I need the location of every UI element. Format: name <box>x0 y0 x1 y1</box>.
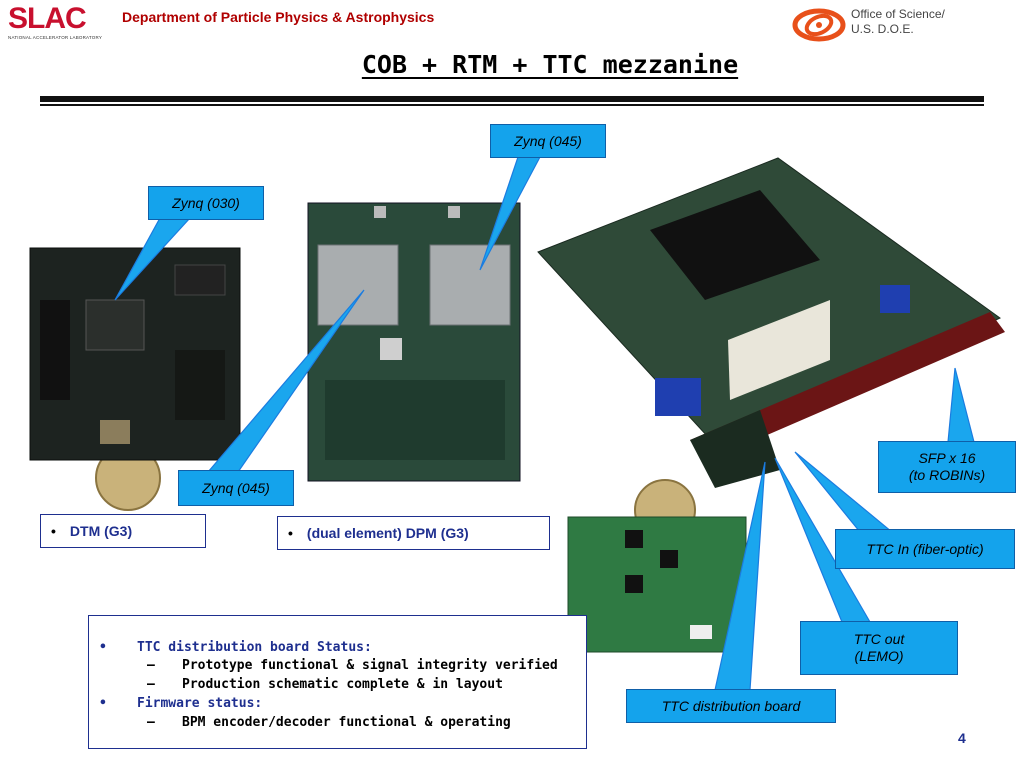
pointer-sfp <box>947 367 975 443</box>
status-item-prototype: Prototype functional & signal integrity … <box>182 658 558 673</box>
callout-sfp: SFP x 16 (to ROBINs) <box>878 441 1016 493</box>
status-bullet-2: • <box>99 696 107 711</box>
callout-dpm-zynq-top: Zynq (045) <box>490 124 606 158</box>
department-title: Department of Particle Physics & Astroph… <box>122 9 435 25</box>
status-bullet-1: • <box>99 640 107 655</box>
status-dash-1: – <box>147 658 155 673</box>
dpm-board-photo <box>307 202 521 482</box>
ttc-board-photo <box>567 516 747 653</box>
callout-dtm-zynq: Zynq (030) <box>148 186 264 220</box>
pointer-dpm-zynq-bottom <box>206 289 365 473</box>
caption-dtm: • DTM (G3) <box>40 514 206 548</box>
pointer-ttc-board <box>714 461 766 691</box>
caption-dpm-bullet: • <box>288 525 293 541</box>
callout-sfp-line-1: SFP x 16 <box>918 450 976 466</box>
status-item-schematic: Production schematic complete & in layou… <box>182 677 503 692</box>
slac-logo-subtitle: NATIONAL ACCELERATOR LABORATORY <box>8 35 103 40</box>
callout-ttc-board: TTC distribution board <box>626 689 836 723</box>
status-dash-3: – <box>147 715 155 730</box>
pointer-dtm-zynq <box>114 217 192 301</box>
callout-ttc-out: TTC out (LEMO) <box>800 621 958 675</box>
callout-ttc-out-line-2: (LEMO) <box>854 648 904 664</box>
slide-title: COB + RTM + TTC mezzanine <box>361 50 739 79</box>
dtm-board-photo <box>29 247 241 461</box>
status-ttc-heading: TTC distribution board Status: <box>137 640 372 655</box>
slac-logo-word: SLAC <box>8 2 87 35</box>
doe-logo-icon <box>792 8 846 42</box>
caption-dpm: • (dual element) DPM (G3) <box>277 516 550 550</box>
callout-sfp-line-2: (to ROBINs) <box>908 467 986 483</box>
doe-line-2: U.S. D.O.E. <box>851 22 914 36</box>
caption-dtm-bullet: • <box>51 523 56 539</box>
caption-dtm-text: DTM (G3) <box>69 523 133 539</box>
doe-caption: Office of Science/ U.S. D.O.E. <box>851 7 945 37</box>
status-firmware-heading: Firmware status: <box>137 696 263 711</box>
status-box: • TTC distribution board Status: – Proto… <box>88 615 587 749</box>
callout-ttc-in: TTC In (fiber-optic) <box>835 529 1015 569</box>
title-rule-thin <box>40 104 984 106</box>
title-rule-thick <box>40 96 984 102</box>
status-dash-2: – <box>147 677 155 692</box>
caption-dpm-text: (dual element) DPM (G3) <box>306 525 469 541</box>
status-item-bpm: BPM encoder/decoder functional & operati… <box>182 715 511 730</box>
callout-ttc-out-line-1: TTC out <box>853 631 905 647</box>
cob-rtm-photo <box>537 157 1005 488</box>
pointer-dpm-zynq-top <box>479 156 541 271</box>
doe-line-1: Office of Science/ <box>851 7 945 21</box>
page-number: 4 <box>958 730 966 746</box>
slac-logo: SLAC NATIONAL ACCELERATOR LABORATORY <box>8 4 108 46</box>
callout-dpm-zynq-bottom: Zynq (045) <box>178 470 294 506</box>
